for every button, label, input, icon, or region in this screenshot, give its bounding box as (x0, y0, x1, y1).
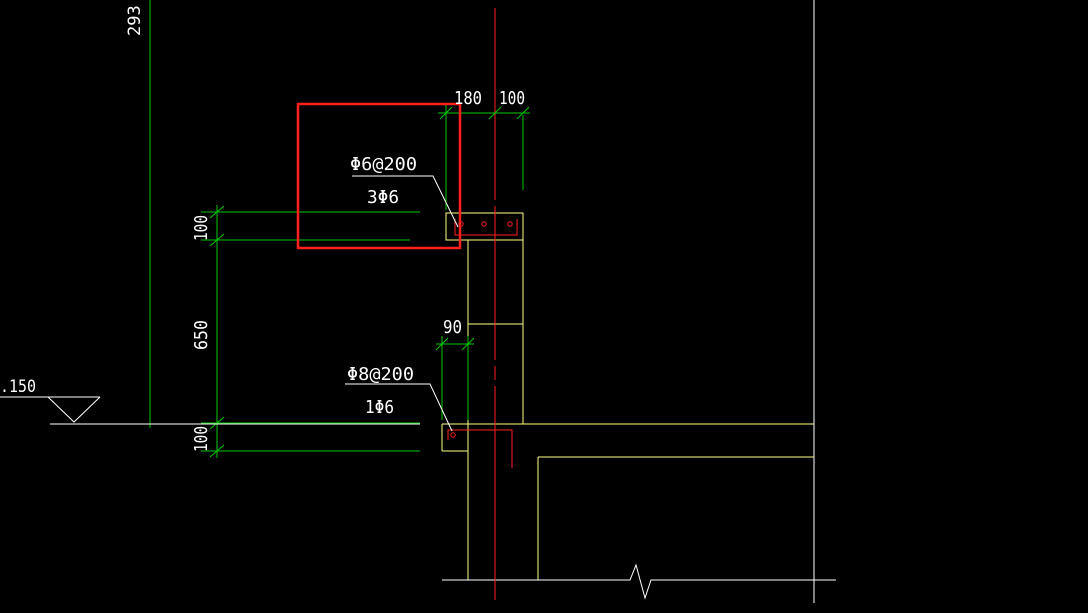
dim-100-lower: 100 (191, 426, 212, 452)
upper-bars-label: 3Φ6 (367, 187, 399, 208)
lower-stirrup-label: Φ8@200 (347, 364, 414, 385)
upper-stirrup-label: Φ6@200 (350, 154, 417, 175)
bar-dot (450, 432, 456, 438)
highlight-box[interactable] (296, 102, 462, 250)
dim-650: 650 (191, 320, 212, 350)
dim-180: 180 (454, 88, 482, 109)
elevation-mark (0, 396, 420, 425)
elevation-label: .150 (0, 377, 36, 397)
dim-100-top: 100 (499, 88, 525, 109)
dim-100-upper: 100 (191, 215, 212, 241)
bar-dot (481, 221, 487, 227)
upper-stirrup (454, 219, 518, 236)
lower-stirrup (447, 429, 513, 468)
structure-lines (441, 0, 815, 603)
lower-bars-label: 1Φ6 (365, 397, 394, 418)
break-line (442, 563, 836, 600)
dimension-lines (149, 0, 530, 458)
top-left-dim: 293 (125, 5, 145, 36)
bar-dot (507, 221, 513, 227)
upper-ledge (445, 212, 524, 241)
callout-leaders (345, 175, 459, 432)
dim-90: 90 (443, 317, 462, 338)
